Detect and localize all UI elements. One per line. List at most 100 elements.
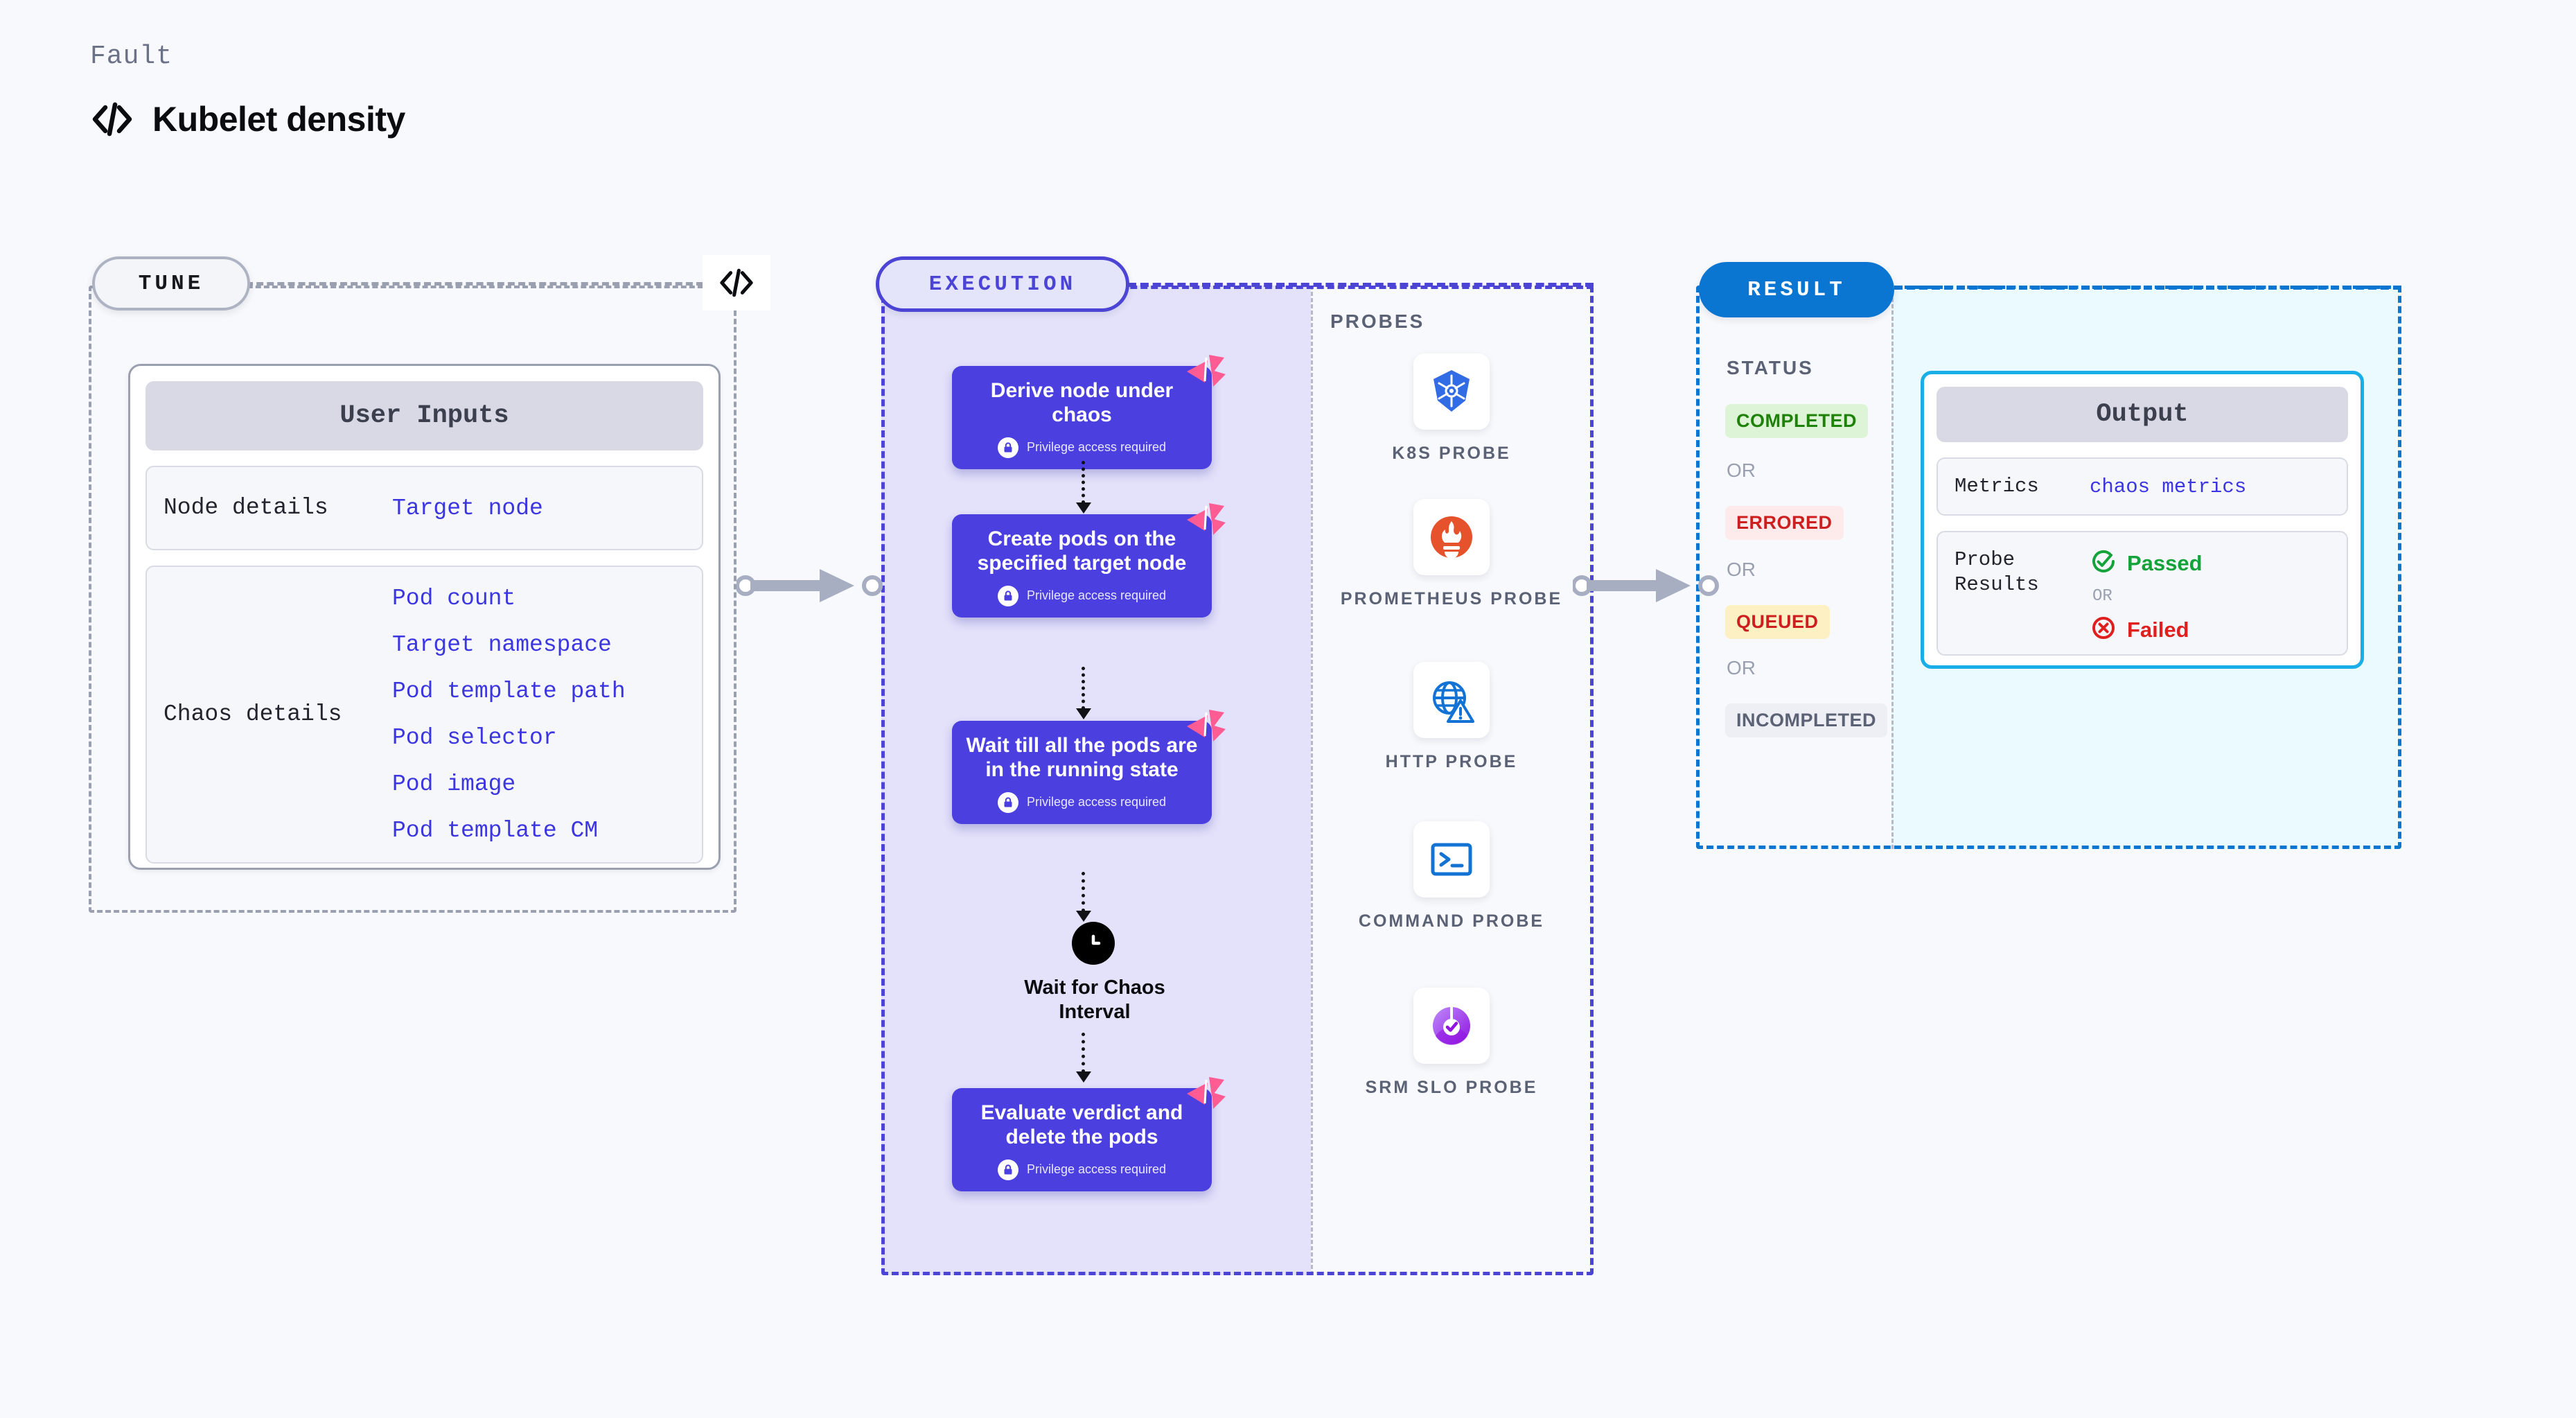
- result-column-divider: [1891, 286, 1894, 849]
- probe-command[interactable]: COMMAND PROBE: [1337, 821, 1566, 934]
- status-or-2: OR: [1727, 559, 1756, 580]
- chaos-ribbon-icon: [1184, 706, 1227, 749]
- verdict-passed: Passed: [2090, 548, 2203, 579]
- flow-arrow-1: [1076, 461, 1091, 514]
- step-2-privilege-text: Privilege access required: [1026, 588, 1167, 603]
- lock-icon: [997, 1159, 1018, 1180]
- step-3-title: Wait till all the pods are in the runnin…: [966, 734, 1198, 782]
- clock-icon: [1072, 922, 1115, 965]
- page-title: Kubelet density: [152, 100, 405, 139]
- probe-k8s[interactable]: K8S PROBE: [1337, 353, 1566, 466]
- metrics-value[interactable]: chaos metrics: [2090, 475, 2247, 498]
- output-title: Output: [1937, 387, 2348, 442]
- user-inputs-title: User Inputs: [145, 381, 703, 450]
- code-brackets-icon: [703, 255, 770, 310]
- input-target-namespace[interactable]: Target namespace: [392, 632, 612, 658]
- probe-results-verdicts: Passed OR Failed: [2090, 548, 2203, 645]
- probe-k8s-label: K8S PROBE: [1392, 444, 1511, 463]
- probe-results-row: Probe Results Passed OR: [1937, 531, 2348, 656]
- input-pod-selector[interactable]: Pod selector: [392, 725, 557, 751]
- title-row: Kubelet density: [90, 99, 405, 139]
- execution-step-2[interactable]: Create pods on the specified target node…: [952, 503, 1226, 618]
- result-connector-dash: [1894, 286, 2401, 290]
- fault-eyebrow: Fault: [90, 42, 173, 71]
- step-4-privilege-text: Privilege access required: [1026, 1162, 1167, 1177]
- probe-srm-slo-label: SRM SLO PROBE: [1365, 1078, 1538, 1097]
- chaos-details-values: Pod count Target namespace Pod template …: [392, 586, 626, 843]
- chaos-ribbon-icon: [1184, 1073, 1227, 1116]
- execution-pill[interactable]: EXECUTION: [876, 256, 1129, 312]
- probe-command-label: COMMAND PROBE: [1358, 911, 1545, 931]
- status-badge-errored: ERRORED: [1725, 506, 1844, 540]
- wait-for-chaos-interval-label: Wait for Chaos Interval: [1024, 977, 1165, 1023]
- execution-step-1[interactable]: Derive node under chaos Privilege access…: [952, 355, 1226, 469]
- input-pod-template-path[interactable]: Pod template path: [392, 679, 626, 704]
- kubernetes-icon: [1413, 353, 1490, 430]
- globe-warning-icon: [1413, 662, 1490, 738]
- verdict-failed: Failed: [2090, 614, 2203, 645]
- check-circle-icon: [2090, 548, 2117, 579]
- step-1-privilege: Privilege access required: [997, 437, 1167, 458]
- x-circle-icon: [2090, 614, 2117, 645]
- lock-icon: [997, 585, 1018, 606]
- step-2-privilege: Privilege access required: [997, 585, 1167, 606]
- page-header: Fault Kubelet density: [90, 42, 405, 139]
- step-4-title: Evaluate verdict and delete the pods: [980, 1101, 1183, 1149]
- execution-step-3[interactable]: Wait till all the pods are in the runnin…: [952, 710, 1226, 824]
- step-3-privilege-text: Privilege access required: [1026, 795, 1167, 809]
- chaos-ribbon-icon: [1184, 351, 1227, 394]
- input-pod-template-cm[interactable]: Pod template CM: [392, 818, 599, 843]
- probe-prometheus-label: PROMETHEUS PROBE: [1340, 589, 1563, 609]
- status-badge-queued: QUEUED: [1725, 605, 1830, 639]
- node-details-label: Node details: [164, 495, 328, 521]
- probe-srm-slo[interactable]: SRM SLO PROBE: [1337, 988, 1566, 1100]
- chaos-ribbon-icon: [1184, 499, 1227, 542]
- input-target-node[interactable]: Target node: [392, 495, 543, 521]
- execution-panel: [881, 286, 1594, 1275]
- status-or-3: OR: [1727, 657, 1756, 679]
- user-inputs-card: User Inputs Node details Target node Cha…: [128, 364, 721, 870]
- probe-results-label: Probe Results: [1955, 548, 2039, 597]
- node-details-values: Target node: [392, 496, 543, 521]
- lock-icon: [997, 791, 1018, 813]
- srm-slo-icon: [1413, 988, 1490, 1064]
- code-brackets-icon: [90, 99, 134, 139]
- prometheus-icon: [1413, 499, 1490, 575]
- result-pill[interactable]: RESULT: [1699, 262, 1894, 317]
- probes-title: PROBES: [1330, 310, 1425, 332]
- input-pod-image[interactable]: Pod image: [392, 771, 516, 797]
- lock-icon: [997, 437, 1018, 458]
- tune-pill[interactable]: TUNE: [92, 256, 250, 310]
- status-or-1: OR: [1727, 459, 1756, 481]
- step-4-privilege: Privilege access required: [997, 1159, 1167, 1180]
- probe-http-label: HTTP PROBE: [1385, 752, 1518, 771]
- metrics-row: Metrics chaos metrics: [1937, 457, 2348, 516]
- flow-arrow-3: [1076, 872, 1091, 922]
- probe-prometheus[interactable]: PROMETHEUS PROBE: [1337, 499, 1566, 611]
- arrow-tune-to-execution: [735, 565, 885, 610]
- step-1-title: Derive node under chaos: [990, 379, 1174, 427]
- chaos-details-label: Chaos details: [164, 701, 342, 728]
- node-details-group: Node details Target node: [145, 466, 703, 550]
- status-badge-incompleted: INCOMPLETED: [1725, 703, 1888, 737]
- chaos-details-group: Chaos details Pod count Target namespace…: [145, 566, 703, 864]
- verdict-failed-label: Failed: [2127, 617, 2189, 642]
- step-2-title: Create pods on the specified target node: [977, 527, 1187, 575]
- execution-connector-dash: [1128, 283, 1594, 287]
- output-card: Output Metrics chaos metrics Probe Resul…: [1921, 371, 2364, 669]
- flow-arrow-2: [1076, 667, 1091, 719]
- input-pod-count[interactable]: Pod count: [392, 586, 516, 611]
- terminal-icon: [1413, 821, 1490, 898]
- verdict-or: OR: [2092, 587, 2112, 606]
- flow-arrow-4: [1076, 1033, 1091, 1083]
- step-1-privilege-text: Privilege access required: [1026, 440, 1167, 455]
- tune-connector-dash: [246, 282, 703, 286]
- verdict-passed-label: Passed: [2127, 550, 2203, 575]
- probe-http[interactable]: HTTP PROBE: [1337, 662, 1566, 774]
- step-3-privilege: Privilege access required: [997, 791, 1167, 813]
- status-title: STATUS: [1727, 357, 1814, 378]
- status-badge-completed: COMPLETED: [1725, 404, 1869, 438]
- execution-step-4[interactable]: Evaluate verdict and delete the pods Pri…: [952, 1077, 1226, 1191]
- metrics-label: Metrics: [1955, 474, 2039, 498]
- tune-panel: [89, 286, 736, 913]
